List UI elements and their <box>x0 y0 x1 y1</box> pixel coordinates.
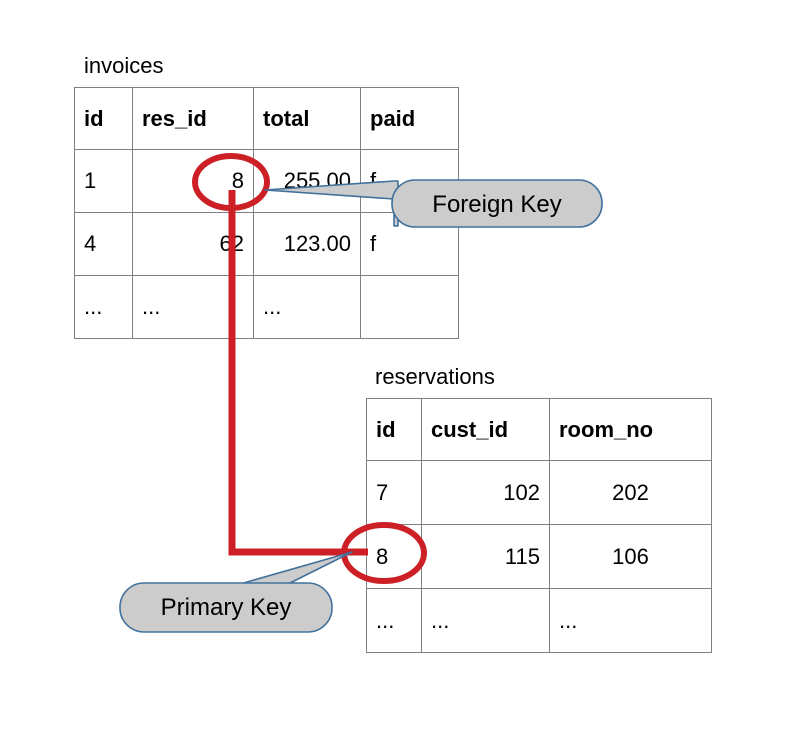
table-row: 4 62 123.00 f <box>74 212 459 276</box>
table-row-ellipsis: ... ... ... <box>74 275 459 339</box>
cell-total: 255.00 <box>253 149 361 213</box>
column-header-paid: paid <box>360 87 459 150</box>
table-row-ellipsis: ... ... ... <box>366 588 712 653</box>
primary-key-callout-label: Primary Key <box>160 594 292 621</box>
cell-room-no: 202 <box>549 460 712 525</box>
column-header-total: total <box>253 87 361 150</box>
column-header-id: id <box>74 87 133 150</box>
cell-res-id: 8 <box>132 149 254 213</box>
cell-cust-id: ... <box>421 588 550 653</box>
reservations-table: id cust_id room_no 7 102 202 8 115 106 .… <box>366 398 712 653</box>
cell-res-id: 62 <box>132 212 254 276</box>
cell-id: 8 <box>366 524 422 589</box>
cell-id: 4 <box>74 212 133 276</box>
cell-res-id: ... <box>132 275 254 339</box>
cell-id: 1 <box>74 149 133 213</box>
cell-cust-id: 102 <box>421 460 550 525</box>
reservations-table-title: reservations <box>375 364 495 389</box>
cell-total: 123.00 <box>253 212 361 276</box>
table-header-row: id res_id total paid <box>74 87 459 150</box>
invoices-table-title: invoices <box>84 53 164 78</box>
cell-paid: f <box>360 212 459 276</box>
table-row: 8 115 106 <box>366 524 712 589</box>
cell-cust-id: 115 <box>421 524 550 589</box>
foreign-key-callout-label: Foreign Key <box>432 191 562 218</box>
column-header-room-no: room_no <box>549 398 712 461</box>
table-header-row: id cust_id room_no <box>366 398 712 461</box>
column-header-id: id <box>366 398 422 461</box>
cell-room-no: 106 <box>549 524 712 589</box>
column-header-cust-id: cust_id <box>421 398 550 461</box>
column-header-res-id: res_id <box>132 87 254 150</box>
table-row: 7 102 202 <box>366 460 712 525</box>
cell-id: ... <box>366 588 422 653</box>
cell-id: 7 <box>366 460 422 525</box>
primary-key-callout-tail <box>239 551 353 585</box>
cell-total: ... <box>253 275 361 339</box>
cell-id: ... <box>74 275 133 339</box>
cell-room-no: ... <box>549 588 712 653</box>
cell-paid <box>360 275 459 339</box>
